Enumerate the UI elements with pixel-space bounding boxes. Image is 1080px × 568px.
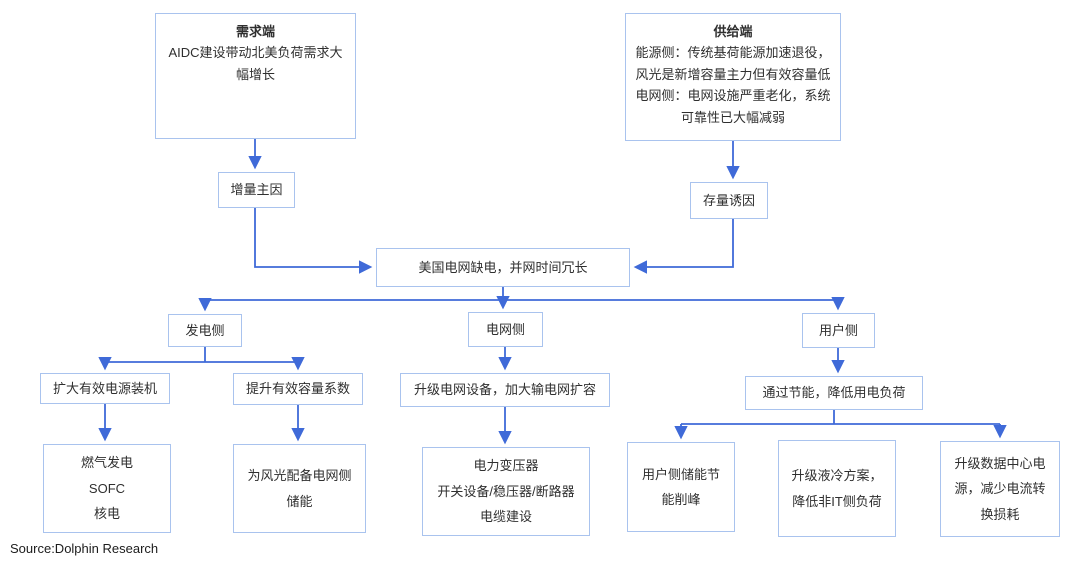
- node-capacity-factor: 提升有效容量系数: [233, 373, 363, 405]
- node-demand-title: 需求端: [235, 24, 275, 39]
- node-central-problem: 美国电网缺电，并网时间冗长: [376, 248, 630, 287]
- node-gas-power-label: 燃气发电 SOFC 核电: [80, 455, 133, 522]
- node-demand-body: AIDC建设带动北美负荷需求大 幅增长: [168, 45, 343, 82]
- node-user-side: 用户侧: [802, 313, 875, 348]
- node-incremental-cause: 增量主因: [218, 172, 295, 208]
- node-dc-power-label: 升级数据中心电 源，减少电流转 换损耗: [954, 455, 1046, 522]
- node-transformer-label: 电力变压器 开关设备/稳压器/断路器 电缆建设: [437, 458, 575, 525]
- node-wind-storage-label: 为风光配备电网侧 储能: [247, 468, 352, 509]
- node-liquid-cooling-label: 升级液冷方案， 降低非IT侧负荷: [791, 468, 883, 509]
- node-stock-cause-label: 存量诱因: [702, 192, 755, 208]
- node-generation-side-label: 发电侧: [185, 322, 225, 338]
- node-upgrade-grid: 升级电网设备，加大输电网扩容: [400, 373, 610, 407]
- node-energy-saving: 通过节能，降低用电负荷: [745, 376, 923, 410]
- node-dc-power: 升级数据中心电 源，减少电流转 换损耗: [940, 441, 1060, 537]
- node-supply: 供给端 能源侧：传统基荷能源加速退役， 风光是新增容量主力但有效容量低 电网侧：…: [625, 13, 841, 141]
- node-gas-power: 燃气发电 SOFC 核电: [43, 444, 171, 533]
- node-wind-storage: 为风光配备电网侧 储能: [233, 444, 366, 533]
- node-liquid-cooling: 升级液冷方案， 降低非IT侧负荷: [778, 440, 896, 537]
- node-upgrade-grid-label: 升级电网设备，加大输电网扩容: [413, 382, 596, 398]
- node-supply-title: 供给端: [713, 24, 753, 39]
- node-grid-side-label: 电网侧: [485, 321, 525, 337]
- node-grid-side: 电网侧: [468, 312, 543, 347]
- node-generation-side: 发电侧: [168, 314, 242, 347]
- node-demand: 需求端 AIDC建设带动北美负荷需求大 幅增长: [155, 13, 356, 139]
- node-user-storage: 用户侧储能节 能削峰: [627, 442, 735, 532]
- node-central-problem-label: 美国电网缺电，并网时间冗长: [418, 259, 588, 275]
- source-caption: Source:Dolphin Research: [10, 541, 159, 556]
- node-supply-body: 能源侧：传统基荷能源加速退役， 风光是新增容量主力但有效容量低 电网侧：电网设施…: [635, 45, 831, 125]
- node-expand-capacity: 扩大有效电源装机: [40, 373, 170, 404]
- node-stock-cause: 存量诱因: [690, 182, 768, 219]
- node-user-side-label: 用户侧: [818, 322, 858, 338]
- node-transformer: 电力变压器 开关设备/稳压器/断路器 电缆建设: [422, 447, 590, 536]
- node-energy-saving-label: 通过节能，降低用电负荷: [762, 385, 906, 401]
- node-user-storage-label: 用户侧储能节 能削峰: [641, 466, 720, 507]
- node-capacity-factor-label: 提升有效容量系数: [245, 381, 350, 397]
- node-expand-capacity-label: 扩大有效电源装机: [52, 380, 157, 396]
- node-incremental-cause-label: 增量主因: [230, 182, 283, 198]
